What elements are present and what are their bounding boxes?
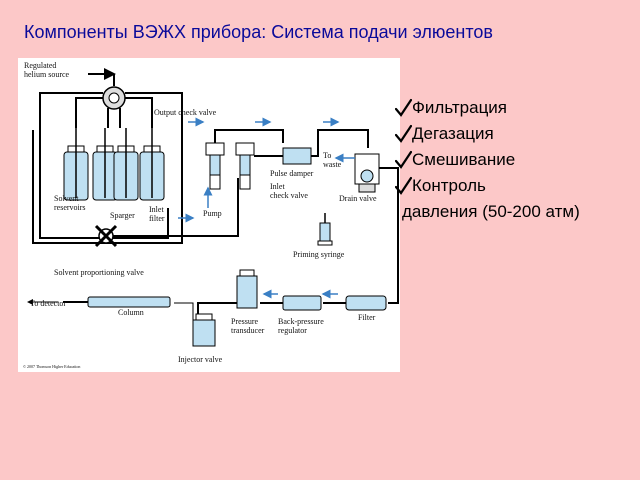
label-pressure-transducer-2: transducer — [231, 326, 265, 335]
label-inlet-check-valve: Inlet — [270, 182, 285, 191]
feature-list: Фильтрация Дегазация Смешивание Контроль… — [395, 95, 580, 225]
slide-title: Компоненты ВЭЖХ прибора: Система подачи … — [24, 22, 493, 42]
bullet-text: Смешивание — [412, 150, 516, 169]
hplc-diagram: Regulated helium source Output check val… — [18, 58, 400, 372]
pulse-damper — [282, 147, 312, 165]
label-to-waste: To — [323, 151, 331, 160]
bullet-text: Фильтрация — [412, 98, 508, 117]
priming-syringe — [317, 213, 333, 246]
bullet-text: Дегазация — [412, 124, 494, 143]
label-solvent-reservoirs-2: reservoirs — [54, 203, 86, 212]
label-back-pressure-regulator: Back-pressure — [278, 317, 324, 326]
checkmark-icon — [395, 150, 412, 169]
label-back-pressure-regulator-2: regulator — [278, 326, 307, 335]
bullet-item: Контроль — [395, 173, 580, 199]
label-regulated-helium: Regulated — [24, 61, 56, 70]
label-injector-valve: Injector valve — [178, 355, 223, 364]
label-drain-valve: Drain valve — [339, 194, 377, 203]
bullet-text: Контроль — [412, 176, 486, 195]
bullet-item: Фильтрация — [395, 95, 580, 121]
label-regulated-helium-2: helium source — [24, 70, 70, 79]
label-inlet-filter: Inlet — [149, 205, 164, 214]
label-pulse-damper: Pulse damper — [270, 169, 314, 178]
reservoir-1 — [63, 128, 89, 201]
checkmark-icon — [395, 124, 412, 143]
reservoir-4 — [139, 128, 165, 201]
label-priming-syringe: Priming syringe — [293, 250, 345, 259]
bullet-continuation: давления (50-200 атм) — [402, 202, 580, 221]
bullet-item: Дегазация — [395, 121, 580, 147]
bullet-item: Смешивание — [395, 147, 580, 173]
pump — [203, 142, 255, 208]
label-pump: Pump — [203, 209, 222, 218]
solvent-reservoirs — [63, 128, 165, 201]
pressure-transducer — [236, 269, 258, 309]
label-to-detector: To detector — [30, 299, 66, 308]
checkmark-icon — [395, 98, 412, 117]
hplc-schematic: Regulated helium source Output check val… — [23, 61, 399, 369]
label-sparger: Sparger — [110, 211, 135, 220]
label-inlet-filter-2: filter — [149, 214, 165, 223]
reservoir-3 — [113, 128, 139, 201]
filter — [345, 295, 387, 311]
copyright-note: © 2007 Thomson Higher Education — [23, 364, 80, 369]
column — [87, 296, 171, 308]
label-to-waste-2: waste — [323, 160, 342, 169]
label-solvent-reservoirs: Solvent — [54, 194, 79, 203]
label-solvent-proportioning-valve: Solvent proportioning valve — [54, 268, 144, 277]
injector-valve — [192, 313, 216, 347]
label-filter: Filter — [358, 313, 376, 322]
label-pressure-transducer: Pressure — [231, 317, 259, 326]
label-column: Column — [118, 308, 144, 317]
drain-valve — [354, 153, 380, 193]
label-output-check-valve: Output check valve — [154, 108, 217, 117]
checkmark-icon — [395, 176, 412, 195]
reservoir-2 — [92, 128, 118, 201]
back-pressure-regulator — [282, 295, 322, 311]
label-inlet-check-valve-2: check valve — [270, 191, 308, 200]
